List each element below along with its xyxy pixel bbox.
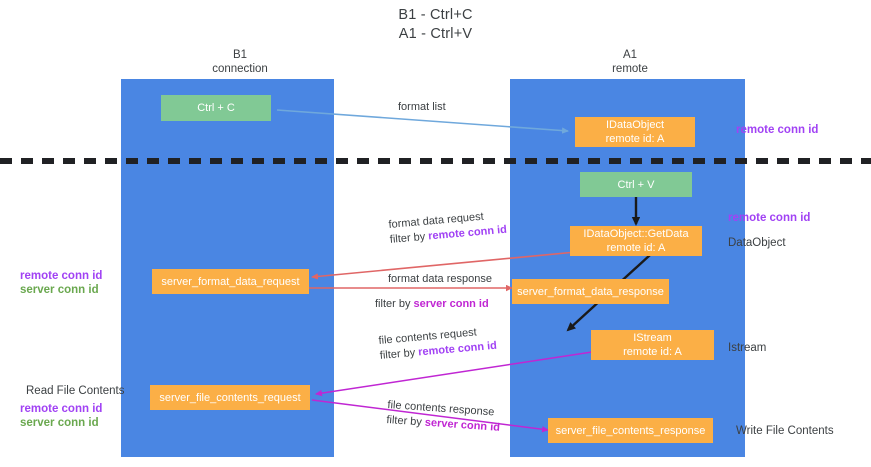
node-idataobject-sub: remote id: A — [605, 133, 665, 145]
filter-server-2-prefix: filter by — [386, 413, 426, 429]
node-server-format-data-response-label: server_format_data_response — [517, 285, 664, 298]
column-header-b1: B1 connection — [150, 48, 330, 76]
title-line-1: B1 - Ctrl+C — [398, 7, 473, 23]
filter-server-1-highlight: server conn id — [413, 298, 489, 310]
filter-server-2-highlight: server conn id — [424, 416, 501, 434]
edge-label-file-contents-response: file contents response filter by server … — [386, 398, 502, 436]
column-a1-name: A1 — [622, 49, 638, 61]
annotation-right-istream: Istream — [728, 342, 767, 354]
edge-label-format-data-response-text: format data response — [388, 273, 492, 285]
column-a1-role: remote — [612, 63, 648, 75]
column-b1-role: connection — [212, 63, 268, 75]
edge-label-format-data-response: format data response — [388, 272, 492, 287]
node-istream-sub: remote id: A — [623, 346, 682, 358]
node-getdata[interactable]: IDataObject::GetData remote id: A — [570, 226, 702, 256]
node-getdata-label: IDataObject::GetData — [583, 228, 689, 240]
node-ctrl-c-label: Ctrl + C — [197, 102, 235, 114]
column-header-a1: A1 remote — [540, 48, 720, 76]
title-line-2: A1 - Ctrl+V — [398, 26, 473, 42]
node-server-file-contents-response[interactable]: server_file_contents_response — [548, 418, 713, 443]
annotation-right-remote-conn-top: remote conn id — [736, 124, 819, 136]
node-server-format-data-request[interactable]: server_format_data_request — [152, 269, 309, 294]
annotation-left-remote-conn-2: remote conn id — [20, 403, 103, 415]
edge-label-filter-server-1: filter by server conn id — [375, 297, 489, 312]
edge-label-file-contents-request: file contents request filter by remote c… — [378, 324, 498, 364]
node-idataobject-label: IDataObject — [605, 119, 665, 131]
node-ctrl-c[interactable]: Ctrl + C — [161, 95, 271, 121]
column-b1-name: B1 — [232, 49, 248, 61]
filter-remote-1-prefix: filter by — [389, 230, 429, 246]
annotation-left-server-conn: server conn id — [20, 284, 99, 296]
node-server-format-data-request-label: server_format_data_request — [161, 275, 300, 288]
filter-server-1-prefix: filter by — [375, 298, 414, 310]
node-istream[interactable]: IStream remote id: A — [591, 330, 714, 360]
node-server-format-data-response[interactable]: server_format_data_response — [512, 279, 669, 304]
annotation-right-remote-conn-mid: remote conn id — [728, 212, 811, 224]
node-server-file-contents-request-label: server_file_contents_request — [159, 391, 301, 404]
page-title: B1 - Ctrl+C A1 - Ctrl+V — [0, 6, 871, 44]
edge-label-format-list: format list — [398, 100, 446, 115]
annotation-right-dataobject: DataObject — [728, 237, 786, 249]
filter-remote-2-prefix: filter by — [379, 346, 419, 362]
annotation-left-read-file-contents: Read File Contents — [26, 385, 125, 397]
annotation-left-remote-conn: remote conn id — [20, 270, 103, 282]
node-ctrl-v[interactable]: Ctrl + V — [580, 172, 692, 197]
node-server-file-contents-response-label: server_file_contents_response — [555, 424, 706, 437]
annotation-left-server-conn-2: server conn id — [20, 417, 99, 429]
node-idataobject[interactable]: IDataObject remote id: A — [575, 117, 695, 147]
edge-label-format-list-text: format list — [398, 101, 446, 113]
node-getdata-sub: remote id: A — [606, 242, 666, 254]
annotation-right-write-file-contents: Write File Contents — [736, 425, 834, 437]
node-ctrl-v-label: Ctrl + V — [617, 178, 655, 191]
node-server-file-contents-request[interactable]: server_file_contents_request — [150, 385, 310, 410]
node-istream-label: IStream — [633, 332, 672, 344]
edge-label-format-data-request: format data request filter by remote con… — [388, 208, 508, 248]
